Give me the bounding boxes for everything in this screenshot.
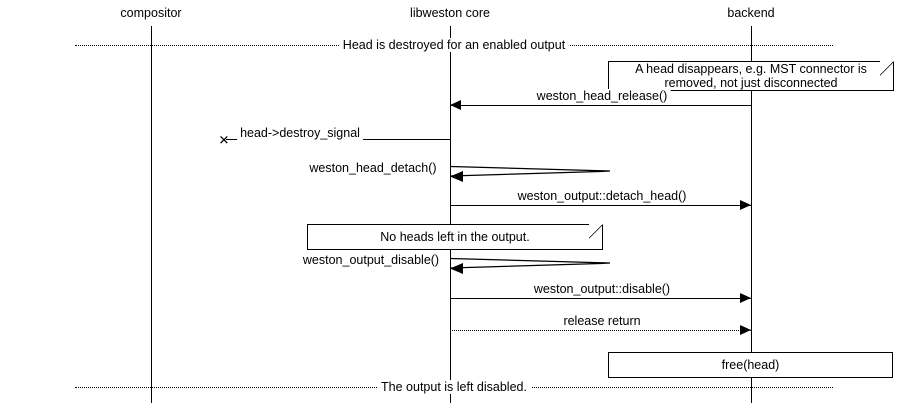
message-line-weston-output-detach-head xyxy=(450,205,751,206)
note-head-disappears: A head disappears, e.g. MST connector is… xyxy=(608,61,894,91)
message-label-weston-head-release: weston_head_release() xyxy=(533,89,671,103)
note-no-heads-left-text: No heads left in the output. xyxy=(380,230,530,244)
note-no-heads-left-fold-edge xyxy=(307,224,589,225)
message-label-head-destroy-signal: head->destroy_signal xyxy=(237,126,363,140)
message-line-weston-head-release xyxy=(450,105,751,106)
selfcall-arrow-weston-head-detach xyxy=(450,165,611,182)
note-head-disappears-line2: removed, not just disconnected xyxy=(664,76,838,90)
note-head-disappears-line1: A head disappears, e.g. MST connector is xyxy=(635,62,867,76)
lifeline-backend xyxy=(751,26,752,403)
message-label-weston-output-disable: weston_output::disable() xyxy=(530,282,674,296)
selfcall-arrow-weston-output-disable xyxy=(450,257,611,274)
lost-message-x-icon: ✕ xyxy=(218,132,230,148)
message-label-release-return: release return xyxy=(560,314,644,328)
lifeline-compositor xyxy=(151,26,152,403)
note-head-disappears-fold-edge xyxy=(608,61,880,62)
note-no-heads-left: No heads left in the output. xyxy=(307,224,603,250)
message-label-weston-output-detach-head: weston_output::detach_head() xyxy=(514,189,690,203)
message-line-release-return xyxy=(450,330,751,331)
arrowhead-weston-head-release xyxy=(450,100,461,110)
arrowhead-weston-output-detach-head xyxy=(740,200,751,210)
arrowhead-release-return xyxy=(740,325,751,335)
actor-label-backend: backend xyxy=(727,6,775,20)
arrowhead-weston-output-disable xyxy=(740,293,751,303)
divider-label-bottom: The output is left disabled. xyxy=(377,380,531,394)
divider-label-top: Head is destroyed for an enabled output xyxy=(338,38,570,52)
lifeline-libweston-core xyxy=(450,26,451,403)
activation-box-free-head-label: free(head) xyxy=(721,358,780,372)
actor-label-compositor: compositor xyxy=(120,6,182,20)
message-label-weston-output-disable-call: weston_output_disable() xyxy=(299,253,443,267)
message-line-weston-output-disable xyxy=(450,298,751,299)
message-label-weston-head-detach: weston_head_detach() xyxy=(306,161,440,175)
activation-box-free-head: free(head) xyxy=(608,352,893,378)
actor-label-libweston-core: libweston core xyxy=(410,6,490,20)
